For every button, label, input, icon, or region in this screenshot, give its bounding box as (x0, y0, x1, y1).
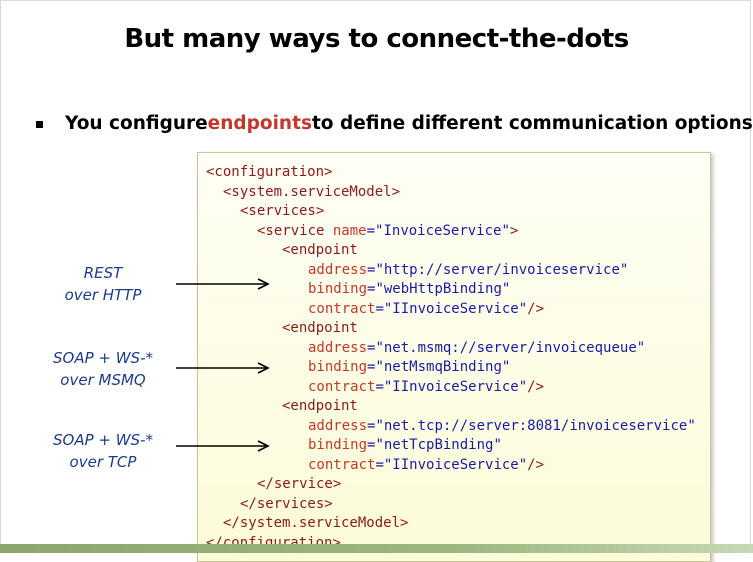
code-line-services-close: </services> (240, 495, 333, 512)
bullet-text-after: to define different communication option… (311, 112, 753, 134)
bullet-text-before: You configure (65, 112, 208, 134)
label-soap-msmq-line1: SOAP + WS-* (52, 349, 153, 367)
code-line-address-1: address="http://server/invoiceservice" (308, 261, 629, 278)
code-line-binding-2: binding="netMsmqBinding" (308, 359, 511, 375)
code-line-endpoint-2: <endpoint (282, 320, 358, 336)
code-line-servicemodel-open: <system.serviceModel> (223, 183, 401, 200)
bullet-highlight: endpoints (207, 112, 312, 134)
label-soap-tcp-line2: over TCP (69, 453, 137, 471)
code-line-endpoint-3: <endpoint (282, 398, 358, 414)
code-line-endpoint-1: <endpoint (282, 242, 358, 258)
bullet-point: You configure endpoints to define differ… (36, 110, 753, 136)
code-line-address-3: address="net.tcp://server:8081/invoicese… (308, 417, 696, 434)
code-line-address-2: address="net.msmq://server/invoicequeue" (308, 339, 646, 356)
label-soap-tcp-line1: SOAP + WS-* (52, 431, 153, 449)
label-rest-http: REST over HTTP (48, 262, 158, 306)
label-soap-tcp: SOAP + WS-* over TCP (40, 429, 166, 473)
label-rest-http-line2: over HTTP (64, 286, 142, 304)
footer-bar (0, 544, 753, 553)
label-soap-msmq-line2: over MSMQ (60, 371, 146, 389)
bullet-square-icon (36, 120, 43, 128)
code-line-binding-1: binding="webHttpBinding" (308, 281, 511, 297)
code-line-service-close: </service> (257, 476, 342, 492)
label-rest-http-line1: REST (83, 264, 123, 282)
code-line-services-open: <services> (240, 203, 325, 219)
code-line-servicemodel-close: </system.serviceModel> (223, 515, 409, 531)
label-soap-msmq: SOAP + WS-* over MSMQ (40, 347, 166, 391)
arrow-msmq-icon (176, 362, 270, 374)
code-line-binding-3: binding="netTcpBinding" (308, 437, 502, 453)
code-line-contract-2: contract="IInvoiceService"/> (308, 378, 545, 395)
arrow-tcp-icon (176, 440, 270, 452)
code-line-service-open: <service name="InvoiceService"> (257, 222, 519, 239)
arrow-rest-icon (176, 278, 270, 290)
code-line-contract-3: contract="IInvoiceService"/> (308, 456, 545, 473)
config-code-box: <configuration> <system.serviceModel> <s… (197, 152, 711, 562)
code-line-contract-1: contract="IInvoiceService"/> (308, 300, 545, 317)
slide-title: But many ways to connect-the-dots (124, 24, 629, 54)
code-line-configuration-open: <configuration> (206, 164, 333, 180)
